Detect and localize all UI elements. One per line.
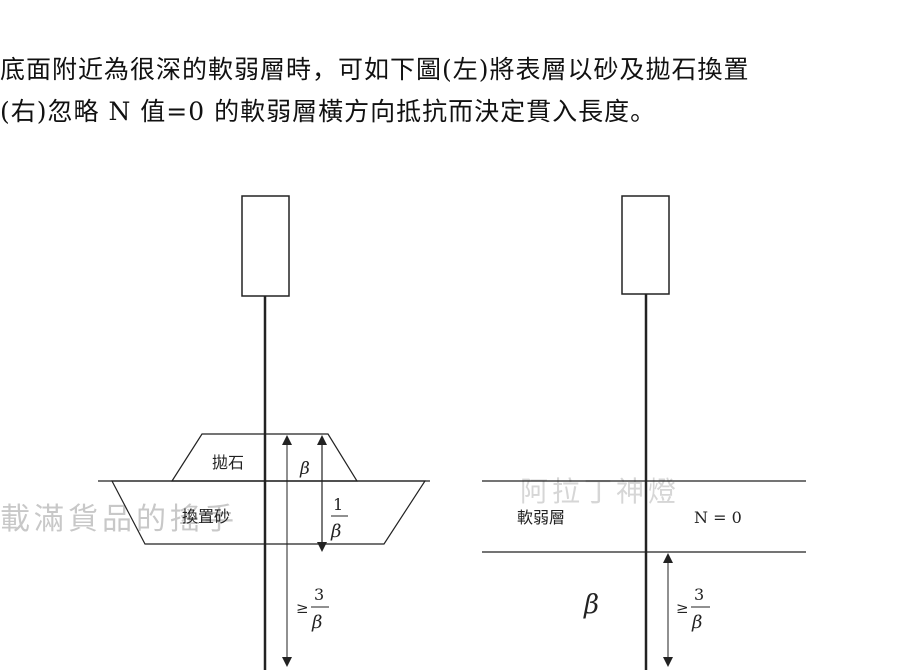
description-line-2: (右)忽略 N 值=0 的軟弱層橫方向抵抗而決定貫入長度。: [0, 97, 657, 126]
left-ge-sign: ≥: [296, 599, 309, 617]
right-ge-sign: ≥: [676, 599, 689, 617]
right-diagram: 軟弱層 N = 0 β ≥ 3 β: [482, 195, 806, 670]
left-beta-denominator-3: β: [311, 612, 322, 633]
right-pile-cap: [621, 195, 670, 295]
left-beta-denominator-1: β: [330, 521, 341, 542]
left-one-numerator: 1: [333, 495, 343, 514]
left-three-numerator: 3: [314, 585, 324, 604]
right-beta-large: β: [583, 590, 599, 620]
n-value-label: N = 0: [694, 508, 742, 527]
left-diagram: 拋石 換置砂 β 1 β ≥ 3 β: [98, 195, 430, 670]
left-beta-small: β: [299, 459, 310, 479]
watermark-left: 載滿貨品的搖手: [0, 502, 238, 537]
soft-layer-label: 軟弱層: [517, 508, 565, 527]
replacement-sand: [111, 480, 427, 545]
right-beta-denominator: β: [691, 612, 702, 633]
sand-label: 換置砂: [182, 507, 230, 526]
right-three-numerator: 3: [694, 585, 704, 604]
rubble-label: 拋石: [212, 453, 244, 472]
left-pile-cap: [241, 195, 290, 297]
description-line-1: 底面附近為很深的軟弱層時，可如下圖(左)將表層以砂及拋石換置: [0, 55, 750, 84]
